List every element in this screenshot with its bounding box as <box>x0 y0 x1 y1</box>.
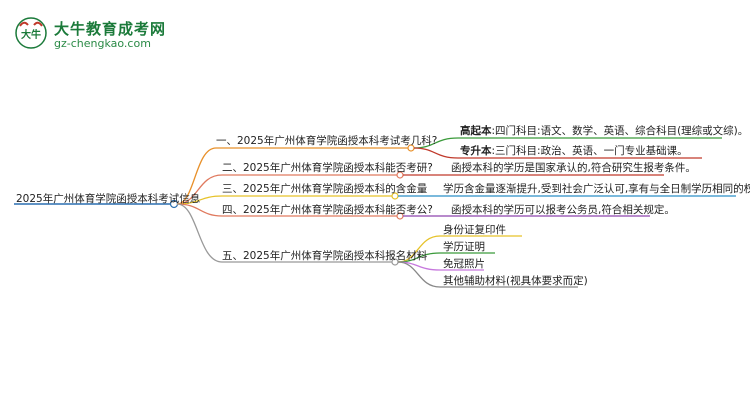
logo-mark-text: 大牛 <box>21 28 41 41</box>
branch-5-label: 五、2025年广州体育学院函授本科报名材料 <box>222 250 428 262</box>
leaf-1a-title: 高起本 <box>460 125 492 137</box>
site-logo: 大牛 大牛教育成考网 gz-chengkao.com <box>14 16 174 52</box>
leaf-1b-curve <box>413 147 459 159</box>
leaf-5b: 学历证明 <box>443 241 485 253</box>
branch-1-label: 一、2025年广州体育学院函授本科考试考几科? <box>216 135 438 147</box>
branch-2-label: 二、2025年广州体育学院函授本科能否考研? <box>222 162 433 174</box>
bull-logo-icon: 大牛 <box>15 17 47 49</box>
leaf-5d-curve <box>397 261 441 288</box>
leaf-4: 函授本科的学历可以报考公务员,符合相关规定。 <box>451 204 675 216</box>
leaf-5a: 身份证复印件 <box>443 224 506 236</box>
mindmap-root: 2025年广州体育学院函授本科考试信息 <box>16 193 201 205</box>
branch-4-label: 四、2025年广州体育学院函授本科能否考公? <box>222 204 433 216</box>
logo-name: 大牛教育成考网 <box>54 20 167 38</box>
leaf-5d: 其他辅助材料(视具体要求而定) <box>443 275 588 287</box>
branch-3-label: 三、2025年广州体育学院函授本科的含金量 <box>222 183 428 195</box>
branch-1-curve <box>176 147 217 205</box>
logo-url: gz-chengkao.com <box>54 37 151 50</box>
branch-4-curve <box>176 203 223 217</box>
leaf-1a-text: :四门科目:语文、数学、英语、综合科目(理综或文综)。 <box>491 125 749 137</box>
leaf-5c: 免冠照片 <box>443 258 485 270</box>
leaf-3: 学历含金量逐渐提升,受到社会广泛认可,享有与全日制学历相同的权益。 <box>443 183 750 195</box>
leaf-2: 函授本科的学历是国家承认的,符合研究生报考条件。 <box>451 162 696 174</box>
leaf-1b: 专升本:三门科目:政治、英语、一门专业基础课。 <box>460 145 688 158</box>
leaf-1a: 高起本:四门科目:语文、数学、英语、综合科目(理综或文综)。 <box>460 125 748 138</box>
leaf-1b-title: 专升本 <box>460 145 492 157</box>
branch-5-curve <box>176 203 223 263</box>
leaf-1b-text: :三门科目:政治、英语、一门专业基础课。 <box>491 145 688 157</box>
